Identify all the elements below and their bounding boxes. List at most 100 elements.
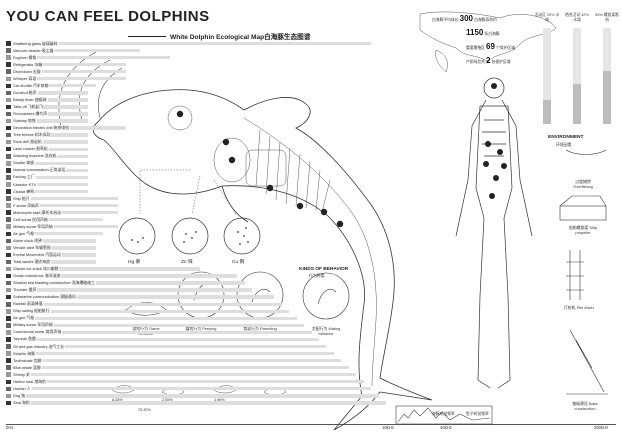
sound-source-row: Bandy fever 曲棍球: [6, 96, 386, 103]
axis-tick-3: 200kHz: [594, 425, 609, 430]
organ-marker-3: [228, 156, 236, 164]
stat-3-prefix: 重要繁殖区: [466, 46, 485, 50]
organ-marker-4: [266, 184, 274, 192]
sound-frequency-bar: [14, 401, 386, 405]
sound-source-label: Bandy fever 曲棍球: [13, 96, 48, 103]
sound-frequency-bar: [14, 210, 118, 215]
sound-icon: [6, 48, 11, 53]
sound-frequency-bar: [14, 147, 88, 151]
frequency-axis: [6, 424, 616, 425]
sound-frequency-bar: [14, 330, 312, 335]
sound-icon: [6, 372, 11, 377]
sound-source-label: Air gun 气枪: [13, 230, 36, 237]
gauge-label-2: 栖息活动 42% 水域: [565, 13, 589, 22]
sound-icon: [6, 393, 11, 399]
sound-frequency-bar: [14, 267, 200, 271]
stat-4-suffix: 处保护区域: [491, 60, 511, 64]
metal-circle-hg: [118, 217, 156, 255]
world-map: [419, 11, 557, 73]
sound-source-label: Submarine communication 潜艇通讯: [13, 294, 77, 301]
sound-source-row: Foghorn 雾角: [6, 54, 386, 61]
sound-icon: [6, 161, 11, 166]
human-marker-7: [489, 193, 495, 199]
leader-lines: [139, 169, 237, 215]
sound-source-label: Blue whale 蓝鲸: [13, 364, 42, 371]
sound-source-row: Rock drill 凿岩机: [6, 139, 386, 146]
sound-source-row: Human 人: [6, 385, 386, 392]
human-marker-6: [501, 163, 507, 169]
sound-source-label: Commercial sonar 商用声纳: [13, 329, 63, 336]
env-label-overfishing: 过度捕捞 Overfishing: [573, 179, 593, 189]
sound-frequency-bar: [14, 316, 297, 321]
spectrum-plot: [395, 405, 493, 425]
overfishing-icon: [565, 149, 607, 155]
sound-source-label: Subway 地铁: [13, 118, 37, 125]
organ-markers: [176, 110, 344, 228]
sound-frequency-bar: [14, 302, 282, 306]
behavior-title: KINDS OF BEHAVIOR: [299, 267, 349, 272]
sound-source-label: Toothwhale 齿鲸: [13, 357, 43, 364]
sound-source-label: Civil sonar 民用声纳: [13, 216, 49, 223]
sound-source-label: Oil and gas industry 油气工业: [13, 343, 66, 350]
sound-frequency-bar: [14, 98, 88, 102]
spectrum-line: [397, 407, 491, 423]
stat-2-value: 1150: [466, 28, 484, 37]
gauge-label-1: 活动区 25% 水域: [534, 13, 560, 22]
human-head: [483, 77, 505, 99]
sound-icon: [6, 238, 11, 244]
stat-4-value: 2: [486, 56, 491, 65]
sound-source-row: Civil sonar 民用声纳: [6, 216, 386, 223]
sound-source-label: Whisper 耳语: [13, 75, 38, 82]
sound-source-label: Factory 工厂: [13, 174, 36, 181]
sound-frequency-bar: [14, 217, 103, 222]
axis-tick-0: 0Hz: [6, 425, 14, 430]
pile-driver-icon: [566, 250, 584, 300]
sound-frequency-bar: [14, 260, 96, 264]
sound-icon: [6, 337, 11, 342]
sound-icon: [6, 358, 11, 363]
sound-icon: [6, 69, 11, 74]
sound-source-label: Drumdown 击鼓: [13, 68, 42, 75]
sound-icon: [6, 168, 11, 173]
sound-frequency-bar: [14, 239, 96, 243]
stat-1-value: 300: [459, 14, 473, 23]
sound-source-label: Rainfall 雨滴降落: [13, 301, 44, 308]
axis-tick-1: 10kHz: [382, 425, 394, 430]
sound-icon: [6, 210, 11, 215]
percent-label-4: 75.32%: [138, 408, 151, 412]
sound-icon: [6, 400, 11, 406]
sound-source-label: Military sonar 军用声纳: [13, 223, 54, 230]
human-organ-markers: [483, 83, 507, 199]
percent-label-2: 2.55%: [162, 398, 173, 402]
construction-crane-icon: [566, 329, 608, 395]
sound-source-row: Alarm clock 闹钟: [6, 237, 386, 244]
sound-source-row: Torpedo 鱼雷: [6, 336, 386, 343]
sound-icon: [6, 182, 11, 187]
sound-source-row: F sonar 声纳声: [6, 202, 386, 209]
sound-source-label: Torpedo 鱼雷: [13, 336, 37, 343]
sound-icon: [6, 196, 11, 201]
sound-source-row: Lawn mower 割草机: [6, 146, 386, 153]
sound-icon: [6, 316, 11, 321]
mini-legend-a: 海豚听觉频率: [432, 412, 455, 416]
sound-frequency-bar: [14, 373, 356, 377]
stat-3-value: 69: [486, 42, 495, 51]
sound-source-label: Shallow sea blasting construction 浅海爆破施工: [13, 280, 96, 287]
behavior-label-parenting: 育幼行为 Parenting: [243, 326, 277, 331]
sound-icon: [6, 55, 11, 60]
environment-title: ENVIRONMENT: [548, 135, 584, 140]
sound-source-label: Lawn mower 割草机: [13, 146, 49, 153]
human-marker-3: [497, 149, 503, 155]
sound-frequency-bar: [14, 196, 118, 201]
sound-source-row: Motorcycle start 摩托车启动: [6, 209, 386, 216]
sound-icon: [6, 365, 11, 370]
sound-source-row: Firecrackers 爆竹声: [6, 110, 386, 117]
sound-frequency-bar: [14, 126, 126, 130]
sound-source-row: Whisper 耳语: [6, 75, 386, 82]
sound-icon: [6, 97, 11, 103]
sound-source-row: Submarine communication 潜艇通讯: [6, 294, 386, 301]
sound-icon: [6, 203, 11, 208]
sound-frequency-bar: [14, 69, 126, 74]
sound-frequency-bar: [14, 344, 326, 349]
sound-icon: [6, 302, 11, 307]
